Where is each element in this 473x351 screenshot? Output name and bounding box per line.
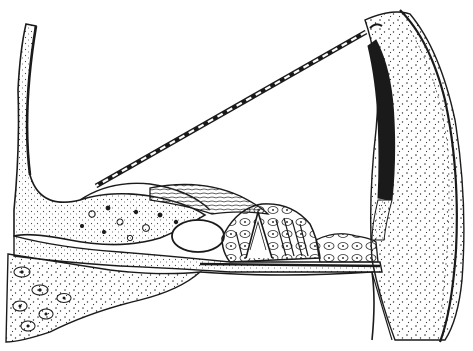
inner-sulcus <box>172 220 224 252</box>
scala-tympani-wall <box>200 272 392 340</box>
outer-sulcus-cells <box>316 234 378 262</box>
vestibular-membrane <box>96 24 382 186</box>
spiral-limbus <box>14 24 210 245</box>
